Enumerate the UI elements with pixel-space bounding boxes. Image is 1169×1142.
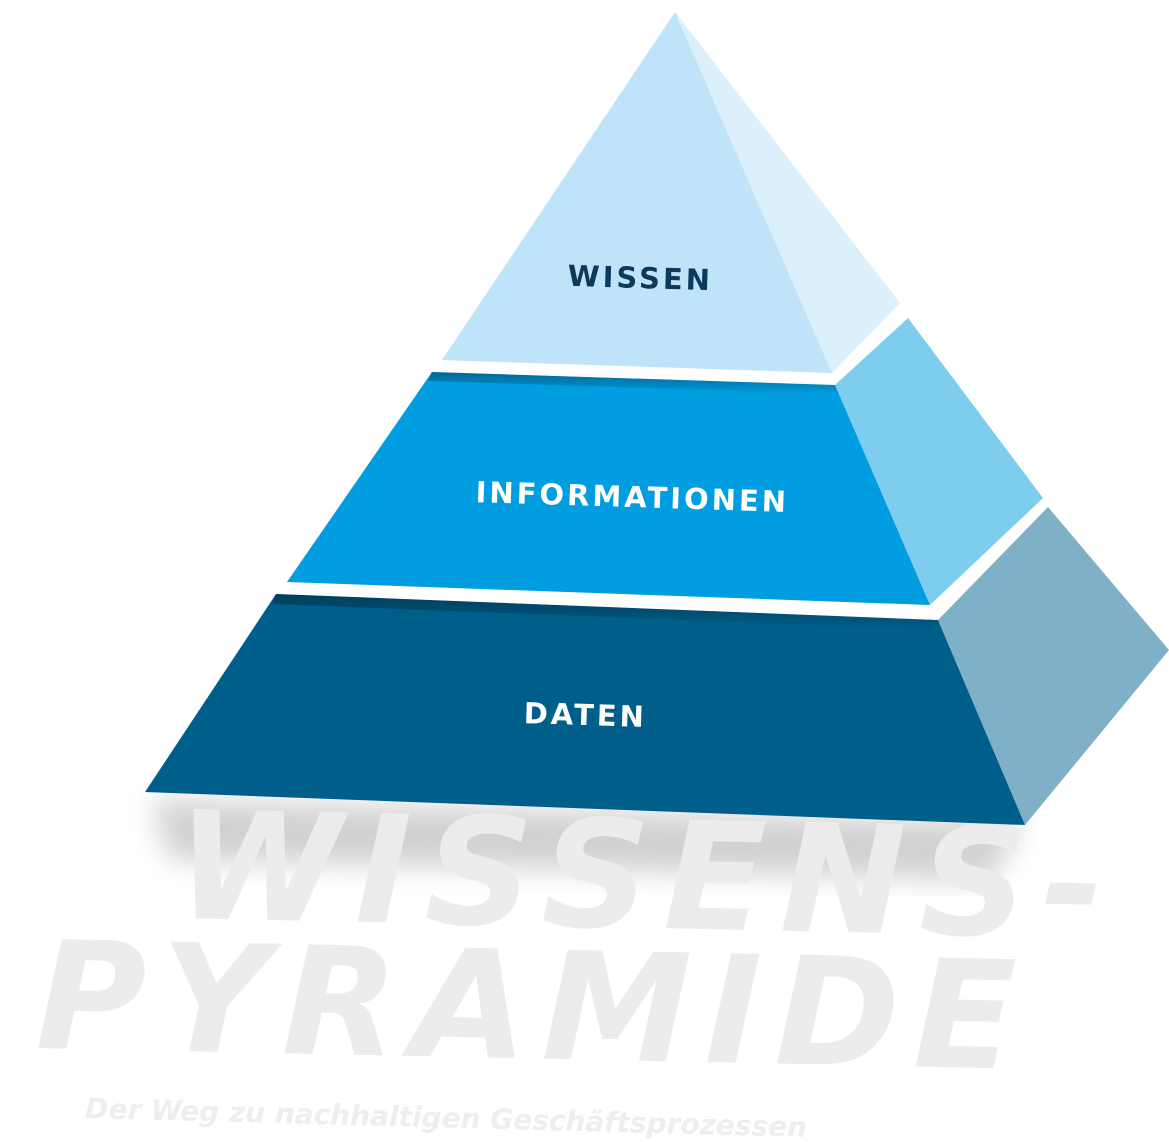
title-line-2: PYRAMIDE (34, 910, 1032, 1105)
daten-front-face (145, 594, 1025, 825)
daten-side-face (938, 507, 1169, 825)
informationen-side-face (835, 318, 1043, 605)
informationen-seam-shadow (428, 372, 838, 394)
wissen-side-face (675, 12, 900, 373)
daten-seam-shadow (272, 594, 940, 630)
pyramid-shadow (150, 800, 1025, 880)
daten-label: DATEN (523, 696, 647, 734)
subtitle: Der Weg zu nachhaltigen Geschäftsprozess… (85, 1092, 808, 1142)
wissen-front-face (442, 12, 832, 373)
watermark-title: WISSENS- PYRAMIDE Der Weg zu nachhaltige… (34, 780, 1120, 1142)
pyramid-layer-daten: DATEN (145, 507, 1169, 825)
wissen-label: WISSEN (567, 259, 713, 298)
informationen-front-face (287, 372, 930, 605)
pyramid-layer-wissen: WISSEN (442, 12, 900, 373)
pyramid-layer-informationen: INFORMATIONEN (287, 318, 1043, 605)
